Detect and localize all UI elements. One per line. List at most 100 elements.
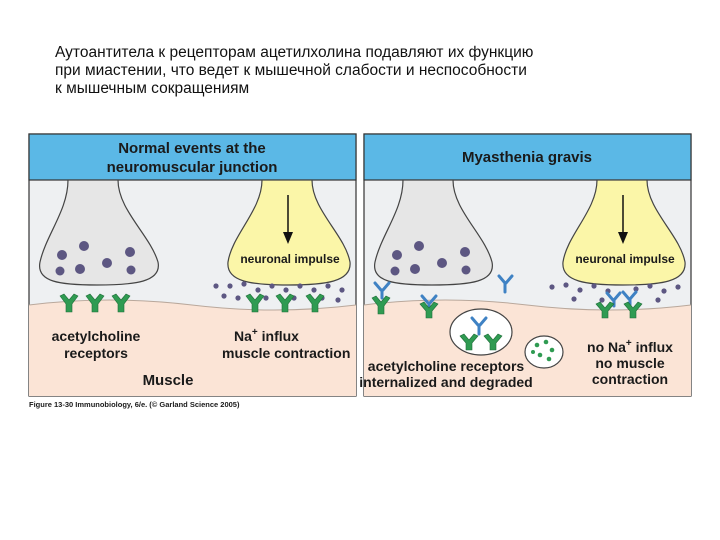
vesicles-normal-left bbox=[55, 241, 136, 276]
acetylcholine-dot bbox=[335, 297, 341, 303]
no-na-text: no Na bbox=[587, 339, 626, 355]
acetylcholine-dot bbox=[227, 283, 233, 289]
vesicle bbox=[437, 258, 447, 268]
antibody-icon bbox=[605, 291, 622, 308]
acetylcholine-myasthenia bbox=[549, 282, 681, 303]
acetylcholine-dot bbox=[549, 284, 555, 290]
acetylcholine-dot bbox=[599, 297, 605, 303]
receptors-myasthenia bbox=[371, 295, 643, 319]
vesicle bbox=[460, 247, 470, 257]
receptors-normal bbox=[59, 293, 325, 313]
acetylcholine-receptor bbox=[275, 293, 295, 313]
acetylcholine-dot bbox=[213, 283, 219, 289]
neuronal-impulse-label-normal: neuronal impulse bbox=[240, 252, 340, 266]
acetylcholine-dot bbox=[283, 287, 289, 293]
acetylcholine-receptor bbox=[483, 333, 503, 351]
acetylcholine-receptor bbox=[59, 293, 79, 313]
panel-myasthenia-title: Myasthenia gravis bbox=[462, 149, 592, 166]
acetylcholine-receptor bbox=[459, 333, 479, 351]
nerve-terminal-normal-left bbox=[39, 179, 159, 286]
muscle-label: Muscle bbox=[143, 372, 194, 389]
caption-line-1: Аутоантитела к рецепторам ацетилхолина п… bbox=[55, 44, 534, 61]
acetylcholine-receptor bbox=[111, 293, 131, 313]
acetylcholine-dot bbox=[571, 296, 577, 302]
acetylcholine-dot bbox=[647, 283, 653, 289]
neuronal-impulse-label-myasthenia: neuronal impulse bbox=[575, 252, 675, 266]
vesicle bbox=[461, 265, 471, 275]
degraded-fragment bbox=[549, 347, 555, 353]
panel-normal-title-line1: Normal events at the bbox=[118, 140, 266, 157]
acetylcholine-dot bbox=[633, 286, 639, 292]
figure-credit: Figure 13-30 Immunobiology, 6/e. (© Garl… bbox=[29, 400, 240, 409]
acetylcholine-receptor bbox=[595, 301, 615, 319]
vesicles-myasthenia-left bbox=[390, 241, 471, 276]
acetylcholine-dot bbox=[221, 293, 227, 299]
vesicle bbox=[79, 241, 89, 251]
panel-normal-header bbox=[28, 133, 357, 181]
antibody-icon bbox=[497, 274, 514, 294]
vesicle bbox=[125, 247, 135, 257]
lysosome bbox=[524, 335, 564, 369]
muscle-membrane-myasthenia bbox=[363, 299, 692, 311]
degraded-fragment bbox=[534, 342, 540, 348]
na-text: Na bbox=[234, 328, 252, 344]
panel-myasthenia: Myasthenia gravis neuronal impulse bbox=[359, 133, 692, 397]
receptors-label-line2: receptors bbox=[64, 345, 128, 361]
acetylcholine-normal bbox=[213, 281, 345, 303]
endocytic-vesicle bbox=[449, 308, 513, 356]
acetylcholine-dot bbox=[325, 283, 331, 289]
vesicle bbox=[392, 250, 402, 260]
slide-caption: Аутоантитела к рецепторам ацетилхолина п… bbox=[55, 44, 655, 98]
vesicle bbox=[414, 241, 424, 251]
degraded-fragment bbox=[543, 339, 549, 345]
impulse-arrowhead-myasthenia bbox=[618, 232, 628, 244]
vesicle bbox=[75, 264, 85, 274]
vesicle bbox=[57, 250, 67, 260]
acetylcholine-receptor bbox=[305, 293, 325, 313]
no-muscle-label: no muscle bbox=[595, 355, 664, 371]
internalized-antibody bbox=[470, 316, 488, 336]
muscle-membrane-normal bbox=[28, 299, 357, 311]
acetylcholine-dot bbox=[563, 282, 569, 288]
influx-text: influx bbox=[632, 339, 673, 355]
acetylcholine-dot bbox=[591, 283, 597, 289]
acetylcholine-dot bbox=[297, 283, 303, 289]
caption-line-2: при миастении, что ведет к мышечной слаб… bbox=[55, 62, 527, 79]
acetylcholine-dot bbox=[675, 284, 681, 290]
caption-line-3: к мышечным сокращениям bbox=[55, 80, 250, 97]
degraded-fragment bbox=[537, 352, 543, 358]
degraded-fragment bbox=[531, 350, 535, 354]
acetylcholine-receptor bbox=[371, 295, 391, 315]
acetylcholine-dot bbox=[255, 287, 261, 293]
acetylcholine-dot bbox=[339, 287, 345, 293]
vesicle bbox=[390, 266, 400, 276]
acetylcholine-dot bbox=[577, 287, 583, 293]
na-plus-sup: + bbox=[252, 327, 258, 338]
na-influx-label: Na+ influx bbox=[234, 327, 299, 344]
vesicle bbox=[410, 264, 420, 274]
acetylcholine-dot bbox=[269, 283, 275, 289]
vesicle bbox=[126, 265, 136, 275]
acetylcholine-receptor bbox=[623, 301, 643, 319]
acetylcholine-receptor bbox=[419, 301, 439, 319]
acetylcholine-receptor bbox=[245, 293, 265, 313]
panel-myasthenia-header bbox=[363, 133, 692, 181]
internalized-receptors bbox=[459, 333, 503, 351]
antibody-icon bbox=[373, 281, 391, 300]
no-na-influx-label: no Na+ influx bbox=[587, 338, 673, 355]
receptors-label-line1: acetylcholine bbox=[52, 328, 141, 344]
vesicle bbox=[55, 266, 65, 276]
muscle-contraction-label: muscle contraction bbox=[222, 345, 350, 361]
acetylcholine-dot bbox=[241, 281, 247, 287]
acetylcholine-dot bbox=[263, 295, 269, 301]
acetylcholine-dot bbox=[235, 295, 241, 301]
acetylcholine-dot bbox=[661, 288, 667, 294]
nerve-terminal-myasthenia-left bbox=[374, 179, 493, 286]
na-plus-sup: + bbox=[626, 338, 632, 349]
impulse-arrowhead-normal bbox=[283, 232, 293, 244]
acetylcholine-dot bbox=[311, 287, 317, 293]
panel-normal-title-line2: neuromuscular junction bbox=[107, 159, 278, 176]
antibody-icon bbox=[470, 316, 488, 336]
degraded-fragments bbox=[531, 339, 555, 362]
